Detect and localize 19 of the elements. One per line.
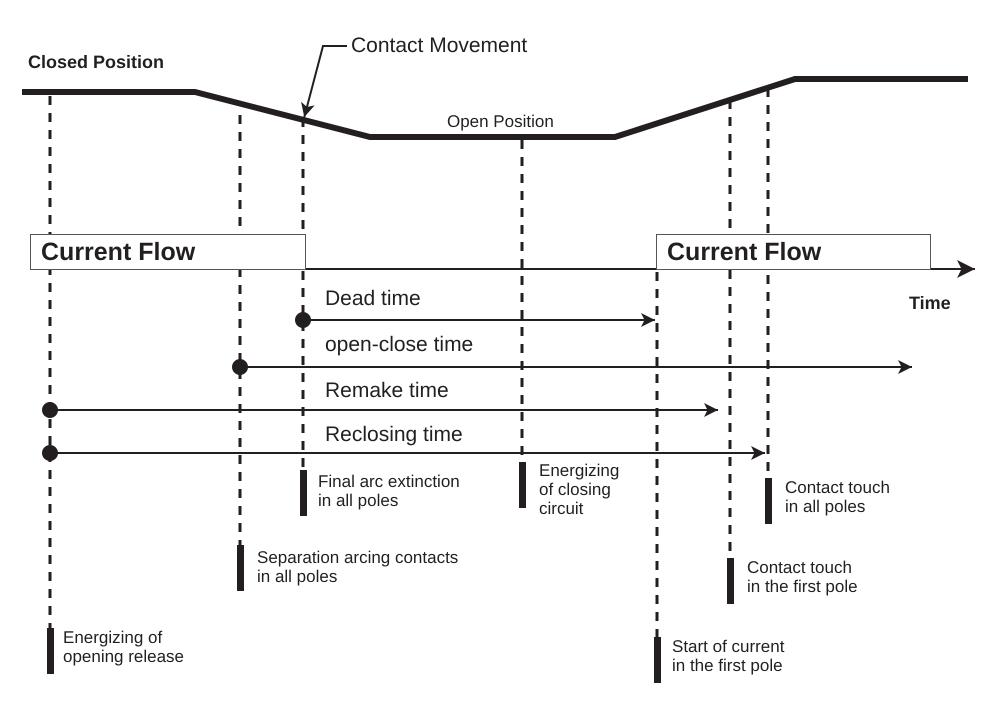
duration-label: Reclosing time	[325, 423, 463, 447]
duration-label: Dead time	[325, 287, 421, 311]
event-label: Energizing of closing circuit	[539, 461, 620, 518]
event-label: Contact touch in the first pole	[747, 558, 858, 596]
event-label: Contact touch in all poles	[785, 478, 890, 516]
position-label: Closed Position	[28, 52, 164, 72]
contact-movement-line	[22, 76, 968, 140]
duration-label: Remake time	[325, 379, 449, 403]
event-label: Separation arcing contacts in all poles	[257, 548, 458, 586]
position-label: Open Position	[447, 112, 554, 132]
event-label: Final arc extinction in all poles	[318, 472, 460, 510]
callout-text: Contact Movement	[351, 34, 528, 58]
event-label: Start of current in the first pole	[672, 637, 784, 676]
current-flow-box: Current Flow	[30, 234, 306, 270]
leader-arrow	[301, 45, 347, 118]
current-flow-box: Current Flow	[656, 234, 931, 270]
event-label: Energizing of opening release	[63, 628, 184, 666]
duration-label: open-close time	[325, 333, 474, 357]
axis-label: Time	[909, 293, 951, 314]
